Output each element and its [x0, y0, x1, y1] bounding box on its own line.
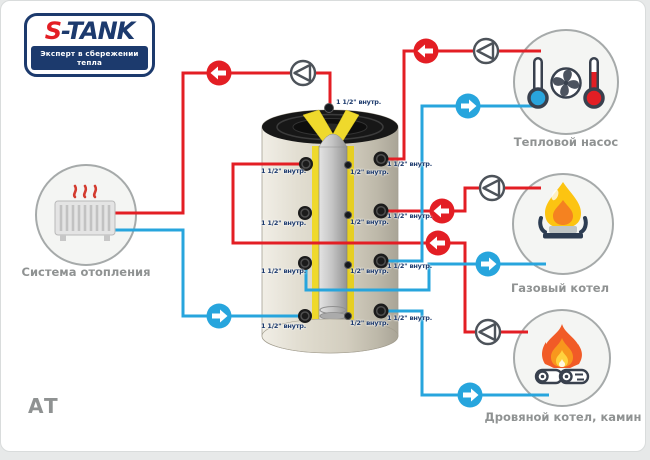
heating-system-label: Система отопления: [21, 265, 151, 279]
product-code: АТ: [28, 394, 59, 418]
s-tank-logo: S-TANK Эксперт в сбережении тепла: [24, 13, 155, 77]
radiator-icon: [48, 181, 122, 247]
flame-inner: [553, 200, 573, 225]
gas-boiler-label: Газовый котел: [510, 281, 609, 295]
campfire-icon: [532, 322, 592, 388]
tank-sensor-port-label: 1/2" внутр.: [350, 218, 389, 226]
tank-left-port-label: 1 1/2" внутр.: [261, 267, 306, 275]
gas-burner-icon: [535, 180, 591, 242]
tank-sensor-port-label: 1/2" внутр.: [350, 168, 389, 176]
tank-right-port-label: 1 1/2" внутр.: [387, 160, 432, 168]
fan-icon: [550, 67, 582, 99]
thermometer-cold-icon: [527, 57, 549, 109]
tank-left-port-label: 1 1/2" внутр.: [261, 167, 306, 175]
tank-left-port-label: 1 1/2" внутр.: [261, 219, 306, 227]
heat-pump-label: Тепловой насос: [513, 135, 619, 149]
tank-top-port-label: 1 1/2" внутр.: [336, 98, 381, 106]
wood-boiler-label: Дровяной котел, камин: [484, 410, 642, 424]
tank-right-port-label: 1 1/2" внутр.: [387, 212, 432, 220]
tank-right-port-label: 1 1/2" внутр.: [387, 314, 432, 322]
tank-right-port-label: 1 1/2" внутр.: [387, 262, 432, 270]
brand-tagline: Эксперт в сбережении тепла: [31, 46, 148, 70]
tank-left-port-label: 1 1/2" внутр.: [261, 322, 306, 330]
tank-sensor-port-label: 1/2" внутр.: [350, 267, 389, 275]
tank-sensor-port-label: 1/2" внутр.: [350, 319, 389, 327]
heat-waves-icon: [72, 184, 98, 199]
thermometer-hot-icon: [583, 57, 605, 109]
heat-pump-icon: [521, 52, 611, 114]
brand-name: S-TANK: [44, 17, 136, 45]
